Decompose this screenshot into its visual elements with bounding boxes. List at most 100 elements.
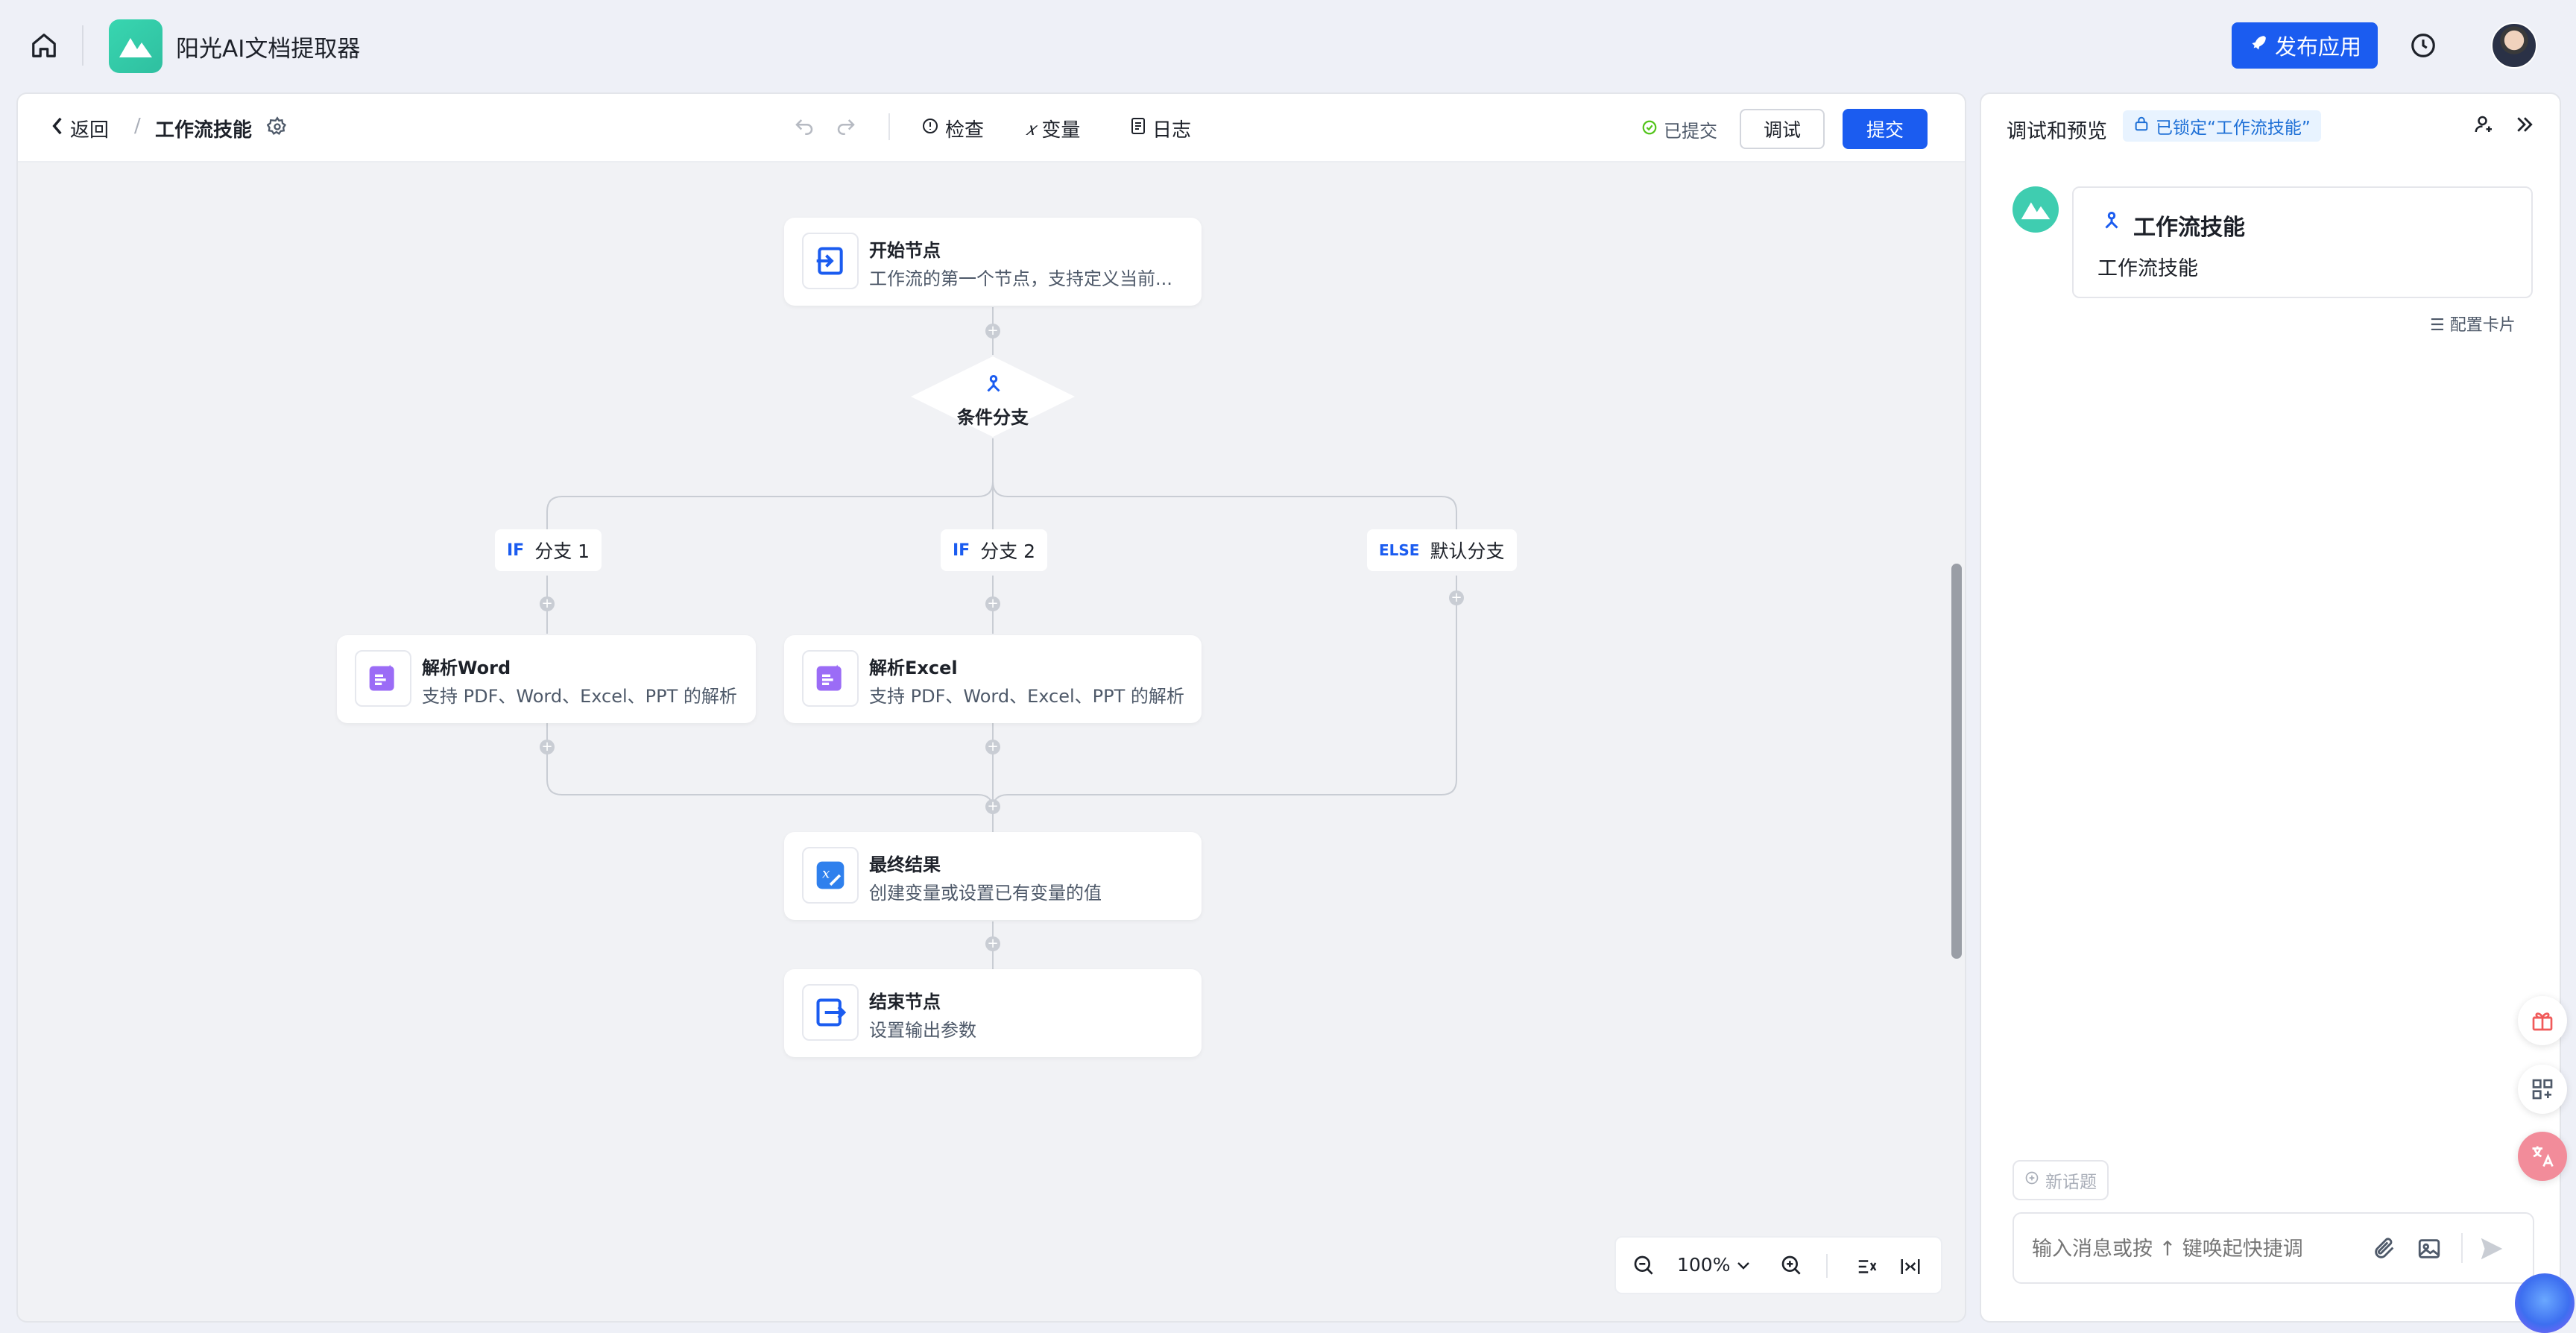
send-icon[interactable] bbox=[2478, 1235, 2506, 1266]
add-node-icon[interactable]: + bbox=[985, 799, 1000, 814]
fit-view-icon[interactable] bbox=[1899, 1255, 1922, 1281]
if-tag: IF bbox=[953, 541, 970, 560]
add-node-icon[interactable]: + bbox=[540, 596, 555, 611]
add-node-icon[interactable]: + bbox=[985, 596, 1000, 611]
config-card-link[interactable]: ☰ 配置卡片 bbox=[2430, 312, 2516, 335]
debug-button[interactable]: 调试 bbox=[1740, 109, 1825, 149]
rocket-icon bbox=[2248, 33, 2267, 58]
node-description: 支持 PDF、Word、Excel、PPT 的解析 bbox=[869, 686, 1184, 707]
zoom-controls: 100% bbox=[1614, 1236, 1942, 1294]
user-settings-icon[interactable] bbox=[2473, 113, 2496, 139]
zoom-in-icon[interactable] bbox=[1780, 1254, 1804, 1281]
message-input-box bbox=[2012, 1212, 2534, 1284]
branch-1-chip[interactable]: IF 分支 1 bbox=[495, 529, 602, 571]
variables-button[interactable]: 𝑥 变量 bbox=[1026, 115, 1080, 142]
toolbar-divider bbox=[888, 113, 890, 140]
add-node-icon[interactable]: + bbox=[540, 740, 555, 754]
condition-title: 条件分支 bbox=[957, 407, 1029, 428]
add-node-icon[interactable]: + bbox=[985, 324, 1000, 338]
divider bbox=[82, 25, 83, 66]
config-icon: ☰ bbox=[2430, 316, 2445, 335]
back-label: 返回 bbox=[70, 119, 110, 142]
exit-icon bbox=[802, 984, 859, 1041]
svg-text:x: x bbox=[822, 866, 830, 882]
document-ai-icon bbox=[355, 650, 411, 707]
chevron-down-icon bbox=[1736, 1254, 1751, 1276]
redo-icon[interactable] bbox=[835, 116, 857, 142]
plus-circle-icon bbox=[2024, 1170, 2039, 1190]
variables-label: 变量 bbox=[1041, 119, 1081, 142]
workflow-skill-card[interactable]: 工作流技能 工作流技能 bbox=[2072, 186, 2533, 298]
branch-label: 默认分支 bbox=[1430, 541, 1505, 562]
history-icon[interactable] bbox=[2406, 28, 2440, 63]
top-bar: 阳光AI文档提取器 发布应用 bbox=[0, 0, 2576, 91]
diamond-shape bbox=[911, 356, 1075, 437]
gift-icon[interactable] bbox=[2518, 996, 2567, 1045]
settings-gear-icon[interactable] bbox=[266, 116, 288, 140]
back-button[interactable]: 返回 bbox=[51, 115, 109, 142]
check-circle-icon bbox=[1641, 119, 1658, 140]
workflow-name: 工作流技能 bbox=[155, 115, 252, 142]
card-subtitle: 工作流技能 bbox=[2097, 257, 2198, 280]
app-title: 阳光AI文档提取器 bbox=[176, 36, 361, 63]
condition-branch-node[interactable]: 条件分支 bbox=[909, 355, 1076, 438]
node-description: 设置输出参数 bbox=[869, 1020, 976, 1041]
check-button[interactable]: 检查 bbox=[921, 115, 984, 142]
collapse-panel-icon[interactable] bbox=[2513, 113, 2536, 139]
card-title-label: 工作流技能 bbox=[2133, 215, 2245, 241]
add-node-icon[interactable]: + bbox=[985, 740, 1000, 754]
app-logo-icon bbox=[109, 19, 162, 73]
translate-icon[interactable] bbox=[2518, 1132, 2567, 1181]
node-title: 解析Word bbox=[422, 658, 511, 678]
check-label: 检查 bbox=[945, 119, 985, 142]
node-description: 工作流的第一个节点，支持定义当前... bbox=[869, 268, 1172, 289]
default-branch-chip[interactable]: ELSE 默认分支 bbox=[1367, 529, 1517, 571]
input-divider bbox=[2461, 1233, 2463, 1263]
assistant-bubble-icon[interactable] bbox=[2515, 1273, 2575, 1333]
node-description: 创建变量或设置已有变量的值 bbox=[869, 883, 1102, 904]
add-node-icon[interactable]: + bbox=[985, 936, 1000, 951]
canvas-scrollbar[interactable] bbox=[1951, 564, 1962, 959]
new-topic-label: 新话题 bbox=[2045, 1173, 2097, 1192]
apps-grid-icon[interactable] bbox=[2518, 1065, 2567, 1114]
parse-excel-node[interactable]: 解析Excel 支持 PDF、Word、Excel、PPT 的解析 bbox=[784, 635, 1202, 723]
locked-label: 已锁定“工作流技能” bbox=[2156, 119, 2311, 138]
locked-badge: 已锁定“工作流技能” bbox=[2123, 110, 2321, 142]
zoom-level-select[interactable]: 100% bbox=[1677, 1254, 1751, 1276]
parse-word-node[interactable]: 解析Word 支持 PDF、Word、Excel、PPT 的解析 bbox=[337, 635, 756, 723]
attachment-icon[interactable] bbox=[2372, 1236, 2397, 1264]
if-tag: IF bbox=[507, 541, 525, 560]
enter-icon bbox=[802, 233, 859, 289]
image-upload-icon[interactable] bbox=[2416, 1236, 2442, 1264]
branch-icon bbox=[982, 374, 1005, 400]
document-ai-icon bbox=[802, 650, 859, 707]
log-button[interactable]: 日志 bbox=[1130, 115, 1191, 142]
branch-label: 分支 1 bbox=[534, 541, 590, 562]
zoom-divider bbox=[1826, 1254, 1828, 1278]
breadcrumb-separator: / bbox=[134, 115, 141, 137]
start-node[interactable]: 开始节点 工作流的第一个节点，支持定义当前... bbox=[784, 218, 1202, 306]
node-title: 最终结果 bbox=[869, 854, 941, 875]
end-node[interactable]: 结束节点 设置输出参数 bbox=[784, 969, 1202, 1057]
card-title: 工作流技能 bbox=[2100, 209, 2245, 242]
message-input[interactable] bbox=[2032, 1238, 2352, 1261]
info-circle-icon bbox=[921, 117, 939, 140]
submit-button[interactable]: 提交 bbox=[1843, 109, 1928, 149]
user-avatar[interactable] bbox=[2491, 22, 2537, 69]
undo-icon[interactable] bbox=[793, 116, 815, 142]
home-icon[interactable] bbox=[27, 28, 61, 63]
publish-app-button[interactable]: 发布应用 bbox=[2232, 22, 2378, 69]
branch-2-chip[interactable]: IF 分支 2 bbox=[941, 529, 1048, 571]
branch-icon bbox=[2100, 211, 2123, 239]
final-result-node[interactable]: x 最终结果 创建变量或设置已有变量的值 bbox=[784, 832, 1202, 920]
auto-layout-icon[interactable] bbox=[1856, 1255, 1878, 1281]
lock-icon bbox=[2133, 116, 2150, 136]
node-title: 解析Excel bbox=[869, 658, 958, 678]
variable-edit-icon: x bbox=[802, 847, 859, 904]
publish-app-label: 发布应用 bbox=[2274, 34, 2361, 60]
variable-x-icon: 𝑥 bbox=[1026, 118, 1036, 139]
zoom-out-icon[interactable] bbox=[1632, 1254, 1656, 1281]
submitted-label: 已提交 bbox=[1664, 121, 1717, 142]
new-topic-button[interactable]: 新话题 bbox=[2012, 1160, 2109, 1200]
add-node-icon[interactable]: + bbox=[1449, 590, 1464, 605]
